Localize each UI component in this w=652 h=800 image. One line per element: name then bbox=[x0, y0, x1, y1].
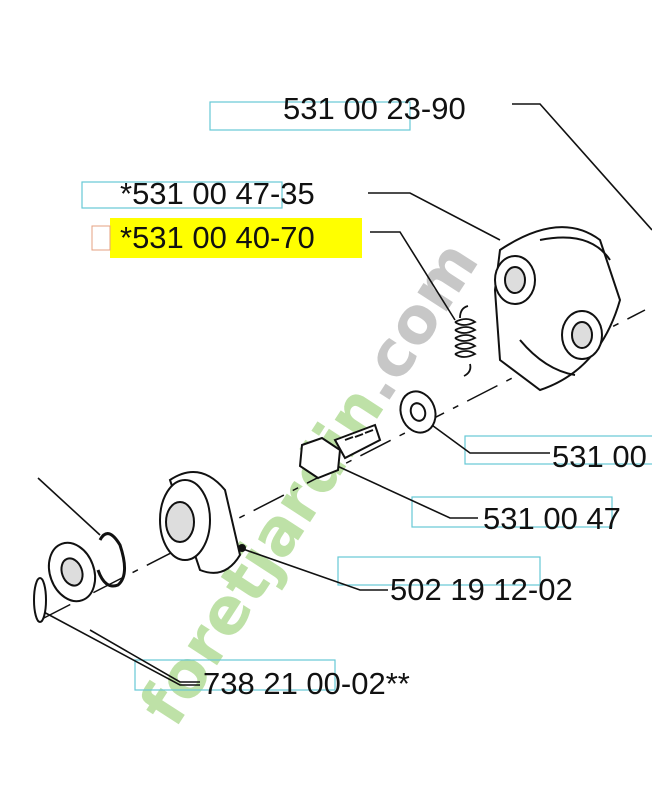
highlight-bracket bbox=[91, 225, 111, 251]
spring-icon bbox=[454, 305, 477, 377]
part-label-738-21-00-02[interactable]: 738 21 00-02** bbox=[203, 666, 410, 701]
part-label-531-00-47-partial[interactable]: 531 00 47 bbox=[483, 501, 621, 536]
clutch-shoes-icon bbox=[493, 226, 622, 392]
clutch-drum-icon bbox=[159, 471, 246, 574]
circlip-icon bbox=[96, 532, 126, 588]
bolt-icon bbox=[298, 423, 382, 480]
part-label-502-19-12-02[interactable]: 502 19 12-02 bbox=[390, 572, 573, 607]
part-label-531-00-23-90[interactable]: 531 00 23-90 bbox=[283, 91, 466, 126]
part-label-531-00-40-70[interactable]: *531 00 40-70 bbox=[120, 220, 315, 255]
label-boxes bbox=[81, 101, 652, 691]
leader-lines bbox=[37, 103, 652, 686]
part-label-531-00-partial[interactable]: 531 00 bbox=[552, 439, 647, 474]
part-label-531-00-47-35[interactable]: *531 00 47-35 bbox=[120, 176, 315, 211]
washer-icon bbox=[399, 390, 437, 434]
highlight-bar bbox=[110, 218, 362, 258]
part-labels: 531 00 23-90 *531 00 47-35 *531 00 40-70… bbox=[120, 91, 647, 701]
bearing-icon bbox=[33, 541, 97, 623]
